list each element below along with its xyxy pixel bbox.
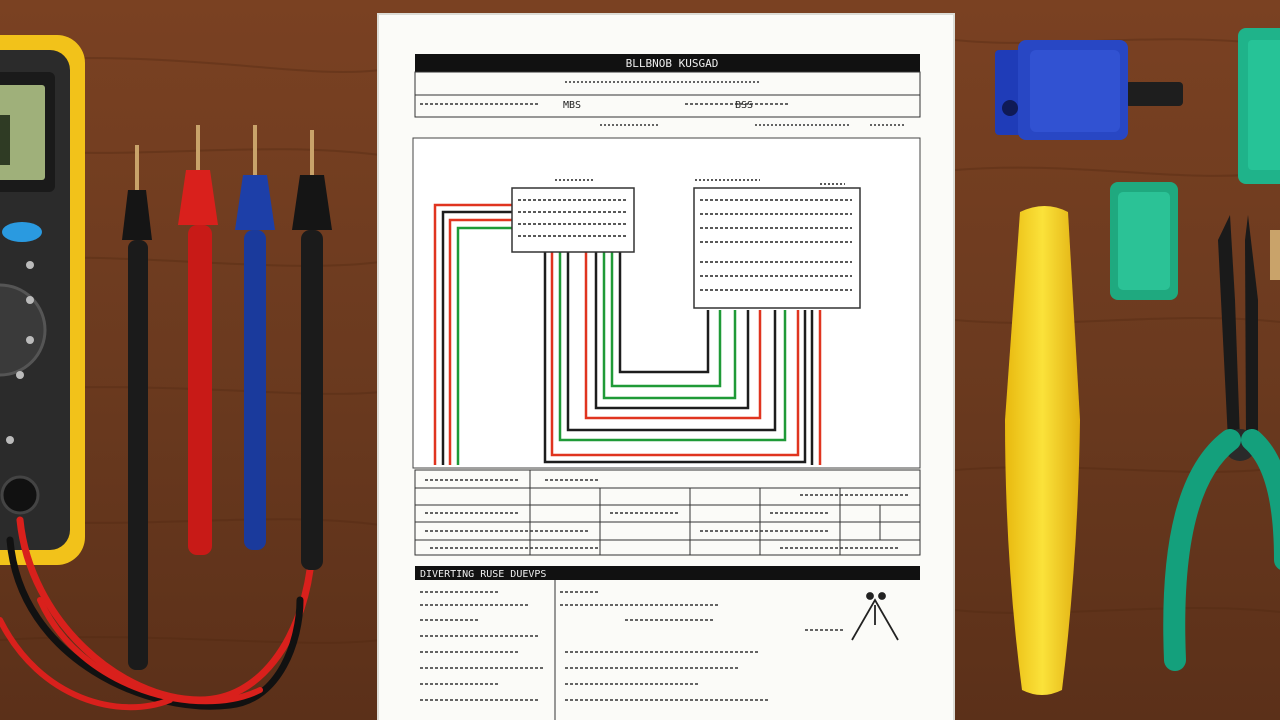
diagram-footer-title: DIVERTING RUSE DUEVPS (420, 569, 546, 580)
footer-text-lines (420, 591, 845, 701)
diagram-header-row-left: MBS (563, 100, 581, 111)
probe-black-1 (122, 145, 152, 670)
diagram-data-table (414, 469, 921, 556)
yellow-spudger (1005, 206, 1080, 695)
small-part-edge (1270, 230, 1280, 280)
connector-latch-icon (1002, 100, 1018, 116)
probe-blue (235, 125, 275, 550)
probe-black-2 (292, 130, 332, 570)
diagram-header-row-mid: BSS (735, 100, 753, 111)
test-lead-cables (0, 516, 314, 711)
wiring-diagram-sheet: BLLBNOB KUSGAD MBS BSS (377, 13, 955, 720)
multimeter-jack-icon (0, 475, 40, 515)
connector-box-left (511, 179, 635, 253)
multimeter-dial-icon (0, 283, 47, 377)
multimeter-button-icon (2, 222, 42, 242)
diagram-wires (433, 203, 822, 465)
header-scribble-text (420, 81, 905, 126)
teal-connector-small (1110, 182, 1178, 300)
diagram-header-title: BLLBNOB KUSGAD (626, 57, 719, 70)
ground-symbol-icon (851, 592, 899, 641)
blue-relay-connector (995, 40, 1183, 140)
probe-red (178, 125, 218, 555)
diagram-header-bar (415, 54, 920, 72)
pliers (1163, 215, 1280, 671)
teal-connector-top (1238, 28, 1280, 184)
multimeter (0, 35, 85, 565)
diagram-footer-bar (415, 566, 920, 580)
connector-box-right (693, 179, 861, 309)
